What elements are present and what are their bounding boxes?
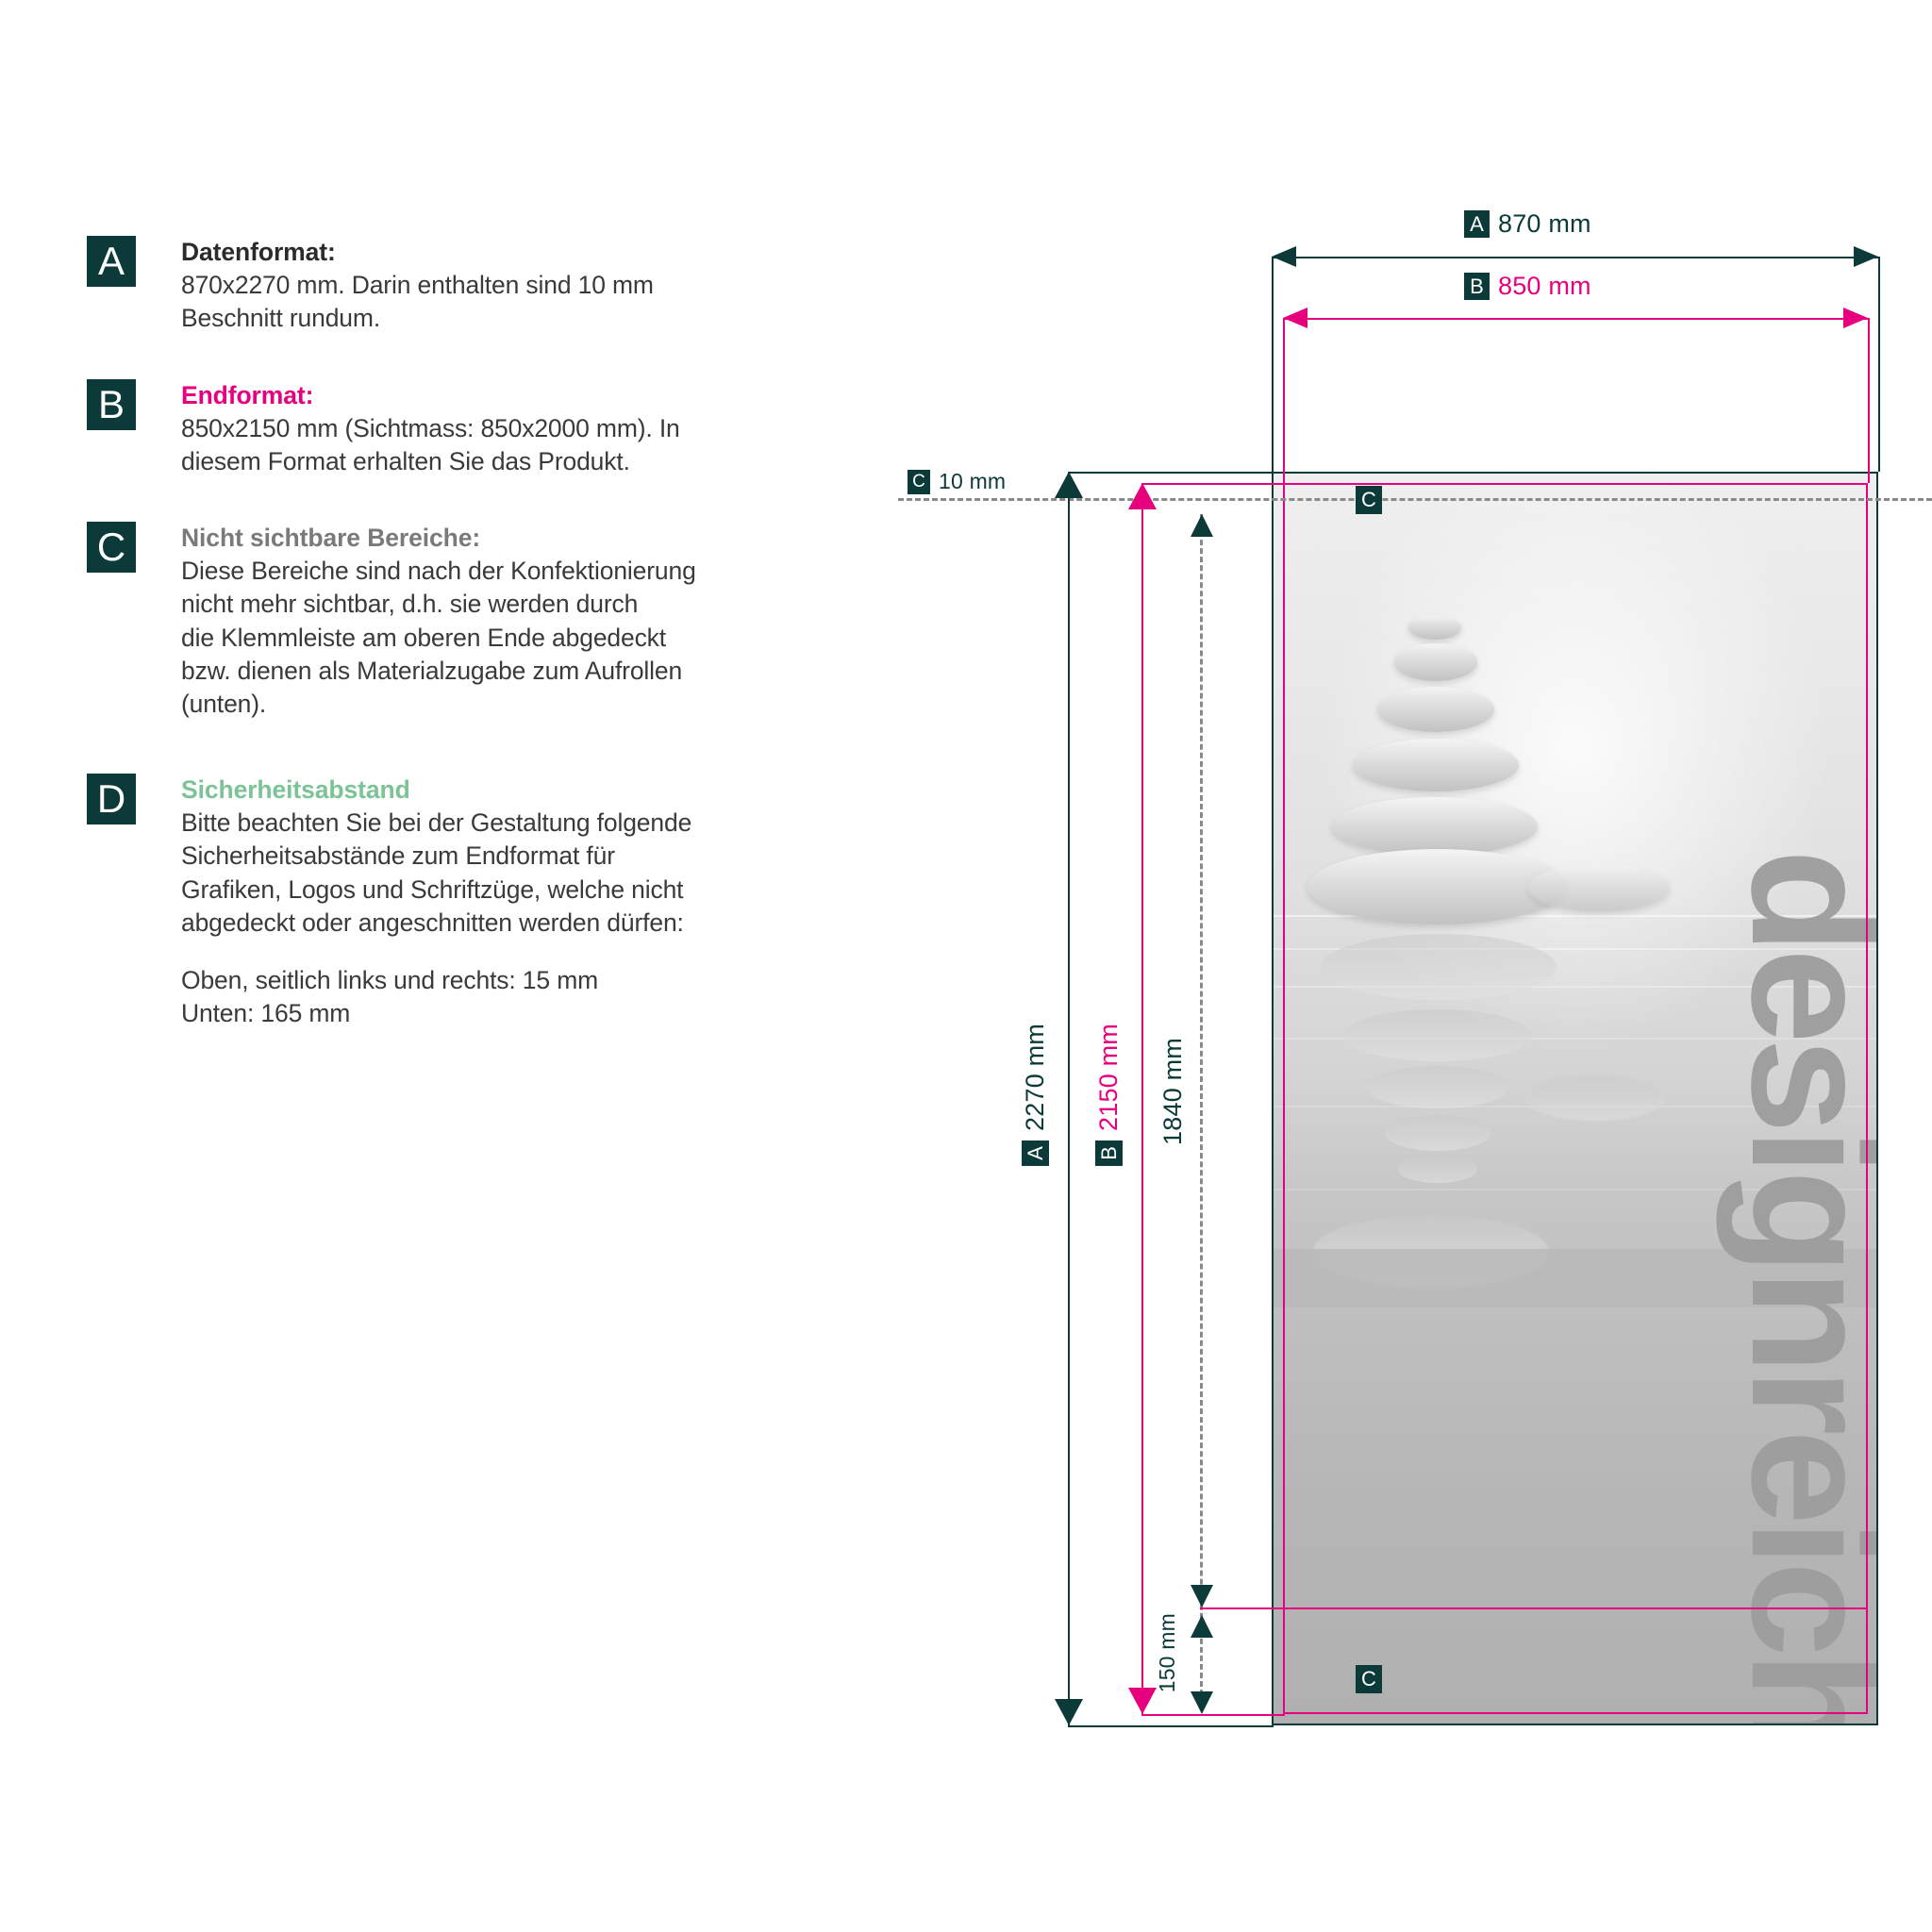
product-artboard: designreich	[1272, 472, 1878, 1725]
visible-area-top-guide	[898, 498, 1932, 501]
dim-badge-c-bleed: C	[908, 469, 930, 494]
legend-text-d-line4: abgedeckt oder angeschnitten werden dürf…	[181, 908, 684, 937]
height-dimension-label-a: A 2270 mm	[1021, 1024, 1050, 1167]
height-dimension-line-b	[1141, 483, 1143, 1714]
visible-height-arrow-top	[1191, 514, 1213, 537]
width-a-arrow-left	[1272, 246, 1296, 267]
legend-badge-a: A	[87, 236, 136, 287]
dim-value-a-top: 870 mm	[1498, 209, 1591, 238]
data-format-extension-left	[1272, 257, 1274, 472]
bleed-dimension-label: C 10 mm	[908, 469, 1006, 494]
dim-value-a-side: 2270 mm	[1021, 1024, 1049, 1131]
dim-badge-a-top: A	[1464, 210, 1490, 238]
dim-badge-b-side: B	[1095, 1140, 1123, 1166]
dim-value-bottom-allowance: 150 mm	[1155, 1613, 1179, 1693]
height-a-bottom-connector	[1068, 1725, 1274, 1727]
marker-c-bottom: C	[1356, 1665, 1382, 1693]
height-dimension-label-b: B 2150 mm	[1094, 1024, 1124, 1167]
dim-value-b-top: 850 mm	[1498, 272, 1591, 300]
visible-height-guide	[1200, 514, 1203, 1695]
legend-item-a: A Datenformat: 870x2270 mm. Darin enthal…	[87, 236, 804, 336]
bleed-connector-pink	[1141, 483, 1285, 485]
width-b-arrow-right	[1843, 308, 1868, 328]
dim-value-visible-height: 1840 mm	[1158, 1038, 1187, 1145]
stone-photo: designreich	[1272, 472, 1878, 1725]
data-format-extension-right	[1878, 257, 1880, 472]
visible-height-arrow-bottom	[1191, 1585, 1213, 1607]
data-format-rect	[1272, 472, 1878, 1725]
width-dimension-line-b	[1283, 318, 1868, 320]
legend-text-d-line2: Sicherheitsabstände zum Endformat für	[181, 841, 615, 871]
dim-badge-a-side: A	[1022, 1140, 1049, 1166]
bottom-visible-connector-pink	[1200, 1607, 1868, 1609]
legend-text-b-line1: 850x2150 mm (Sichtmass: 850x2000 mm). In	[181, 414, 680, 443]
dim-value-b-side: 2150 mm	[1094, 1024, 1123, 1131]
legend-text-c-line3: die Klemmleiste am oberen Ende abgedeckt	[181, 623, 666, 652]
height-dimension-line-a	[1068, 472, 1070, 1725]
legend-text-c-line5: (unten).	[181, 690, 267, 719]
legend-text-a-line1: 870x2270 mm. Darin enthalten sind 10 mm	[181, 271, 654, 300]
legend-item-d: D Sicherheitsabstand Bitte beachten Sie …	[87, 774, 804, 1031]
legend-title-c: Nicht sichtbare Bereiche:	[181, 524, 481, 552]
legend-text-c-line4: bzw. dienen als Materialzugabe zum Aufro…	[181, 656, 683, 685]
legend-item-c: C Nicht sichtbare Bereiche: Diese Bereic…	[87, 522, 804, 721]
height-b-arrow-bottom	[1128, 1688, 1157, 1714]
bleed-connector-dark	[1068, 472, 1274, 474]
height-b-bottom-connector	[1141, 1714, 1285, 1716]
legend-title-d: Sicherheitsabstand	[181, 775, 410, 804]
legend-text-c-line1: Diese Bereiche sind nach der Konfektioni…	[181, 557, 696, 586]
legend-item-b: B Endformat: 850x2150 mm (Sichtmass: 850…	[87, 379, 804, 479]
bottom-allowance-label: 150 mm	[1155, 1613, 1180, 1692]
legend-text-d-line3: Grafiken, Logos und Schriftzüge, welche …	[181, 874, 684, 904]
legend-badge-c: C	[87, 522, 136, 573]
legend-title-b: Endformat:	[181, 381, 314, 409]
legend-text-b-line2: diesem Format erhalten Sie das Produkt.	[181, 447, 630, 476]
width-dimension-line-a	[1272, 257, 1878, 258]
legend-text-d-line7: Unten: 165 mm	[181, 999, 351, 1028]
visible-height-label: 1840 mm	[1158, 1038, 1188, 1145]
dim-badge-b-top: B	[1464, 273, 1490, 300]
legend-text-a-line2: Beschnitt rundum.	[181, 304, 381, 333]
legend-text-c-line2: nicht mehr sichtbar, d.h. sie werden dur…	[181, 590, 639, 619]
bottom-allowance-arrow-up	[1191, 1615, 1213, 1638]
end-format-extension-right	[1868, 318, 1870, 483]
dim-value-c-bleed: 10 mm	[939, 469, 1007, 493]
width-a-arrow-right	[1854, 246, 1878, 267]
legend-badge-b: B	[87, 379, 136, 430]
marker-c-top: C	[1356, 486, 1382, 514]
legend-text-d-line6: Oben, seitlich links und rechts: 15 mm	[181, 966, 599, 995]
width-dimension-label-b: B 850 mm	[1464, 272, 1591, 301]
bottom-allowance-arrow-down	[1191, 1691, 1213, 1714]
width-dimension-label-a: A 870 mm	[1464, 209, 1591, 239]
legend-text-d-line1: Bitte beachten Sie bei der Gestaltung fo…	[181, 808, 692, 838]
watermark-text: designreich	[1716, 849, 1878, 1725]
end-format-extension-left	[1283, 318, 1285, 483]
height-a-arrow-bottom	[1055, 1699, 1083, 1725]
legend-title-a: Datenformat:	[181, 238, 336, 266]
width-b-arrow-left	[1283, 308, 1307, 328]
legend-badge-d: D	[87, 774, 136, 824]
watermark-bar	[1272, 1249, 1878, 1307]
end-format-rect	[1283, 483, 1868, 1714]
